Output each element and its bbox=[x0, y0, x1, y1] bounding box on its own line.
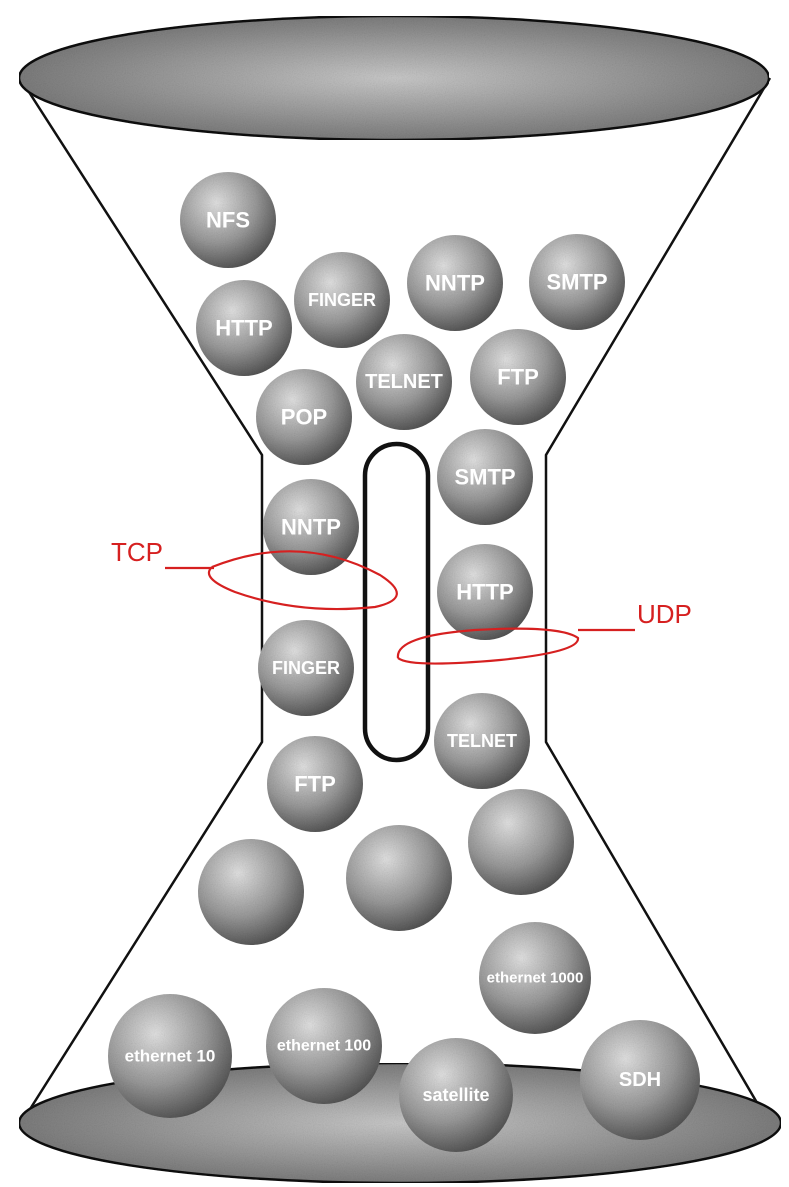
ball-sphere bbox=[434, 693, 530, 789]
protocol-ball: HTTP bbox=[437, 544, 533, 640]
ball-sphere bbox=[470, 329, 566, 425]
ball-label: SMTP bbox=[546, 270, 607, 295]
protocol-ball bbox=[468, 789, 574, 895]
tcp-label: TCP bbox=[111, 537, 163, 567]
udp-ring bbox=[396, 627, 580, 665]
protocol-ball: ethernet 1000 bbox=[479, 922, 591, 1034]
ball-label: TELNET bbox=[447, 731, 517, 751]
ball-sphere bbox=[256, 369, 352, 465]
udp-label: UDP bbox=[637, 599, 692, 629]
protocol-ball: FINGER bbox=[258, 620, 354, 716]
protocol-ball: NFS bbox=[180, 172, 276, 268]
ball-sphere bbox=[108, 994, 232, 1118]
ball-sphere bbox=[294, 252, 390, 348]
ball-label: HTTP bbox=[215, 316, 272, 341]
protocol-ball: HTTP bbox=[196, 280, 292, 376]
ball-label: NFS bbox=[206, 208, 250, 233]
ball-sphere bbox=[437, 544, 533, 640]
protocol-ball: POP bbox=[256, 369, 352, 465]
ball-sphere bbox=[267, 736, 363, 832]
ball-sphere bbox=[399, 1038, 513, 1152]
protocol-balls: NFS HTTP FINGER NNTP SMTP TELNET FTP POP SMTP NNT… bbox=[108, 172, 700, 1152]
ball-label: SDH bbox=[619, 1069, 661, 1091]
ball-label: satellite bbox=[422, 1085, 489, 1105]
protocol-ball: SMTP bbox=[529, 234, 625, 330]
protocol-ball: FTP bbox=[267, 736, 363, 832]
ball-label: TELNET bbox=[365, 371, 443, 393]
top-disc bbox=[17, 14, 771, 142]
ball-sphere bbox=[258, 620, 354, 716]
ball-sphere bbox=[346, 825, 452, 931]
tcp-ring-back bbox=[207, 550, 398, 611]
ball-label: ethernet 10 bbox=[125, 1047, 216, 1066]
ball-label: ethernet 1000 bbox=[487, 970, 584, 987]
hourglass-outline bbox=[18, 77, 772, 1126]
ball-sphere bbox=[407, 235, 503, 331]
waist-slot bbox=[362, 441, 431, 763]
protocol-ball: satellite bbox=[399, 1038, 513, 1152]
ball-label: NNTP bbox=[281, 515, 341, 540]
protocol-ball: TELNET bbox=[434, 693, 530, 789]
ball-sphere bbox=[437, 429, 533, 525]
ball-label: NNTP bbox=[425, 271, 485, 296]
ball-sphere bbox=[356, 334, 452, 430]
ball-label: ethernet 100 bbox=[277, 1038, 371, 1055]
ball-sphere bbox=[180, 172, 276, 268]
ball-label: POP bbox=[281, 405, 327, 430]
ball-label: FINGER bbox=[272, 658, 340, 678]
protocol-ball bbox=[198, 839, 304, 945]
ball-sphere bbox=[266, 988, 382, 1104]
protocol-ball: SDH bbox=[580, 1020, 700, 1140]
ball-sphere bbox=[580, 1020, 700, 1140]
protocol-ball: ethernet 10 bbox=[108, 994, 232, 1118]
protocol-ball: FINGER bbox=[294, 252, 390, 348]
protocol-ball: TELNET bbox=[356, 334, 452, 430]
ball-sphere bbox=[468, 789, 574, 895]
ball-sphere bbox=[479, 922, 591, 1034]
ball-sphere bbox=[196, 280, 292, 376]
ball-label: HTTP bbox=[456, 580, 513, 605]
ball-sphere bbox=[198, 839, 304, 945]
ball-label: SMTP bbox=[454, 465, 515, 490]
ball-label: FINGER bbox=[308, 290, 376, 310]
ball-label: FTP bbox=[497, 365, 539, 390]
ball-sphere bbox=[529, 234, 625, 330]
protocol-ball: NNTP bbox=[407, 235, 503, 331]
protocol-ball: FTP bbox=[470, 329, 566, 425]
protocol-ball bbox=[346, 825, 452, 931]
protocol-ball: SMTP bbox=[437, 429, 533, 525]
ball-label: FTP bbox=[294, 772, 336, 797]
protocol-ball: ethernet 100 bbox=[266, 988, 382, 1104]
